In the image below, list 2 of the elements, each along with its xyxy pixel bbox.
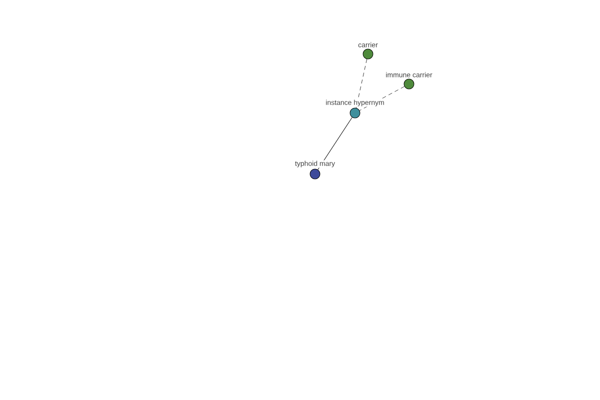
connector-line — [356, 58, 368, 108]
connector-line — [318, 117, 352, 170]
